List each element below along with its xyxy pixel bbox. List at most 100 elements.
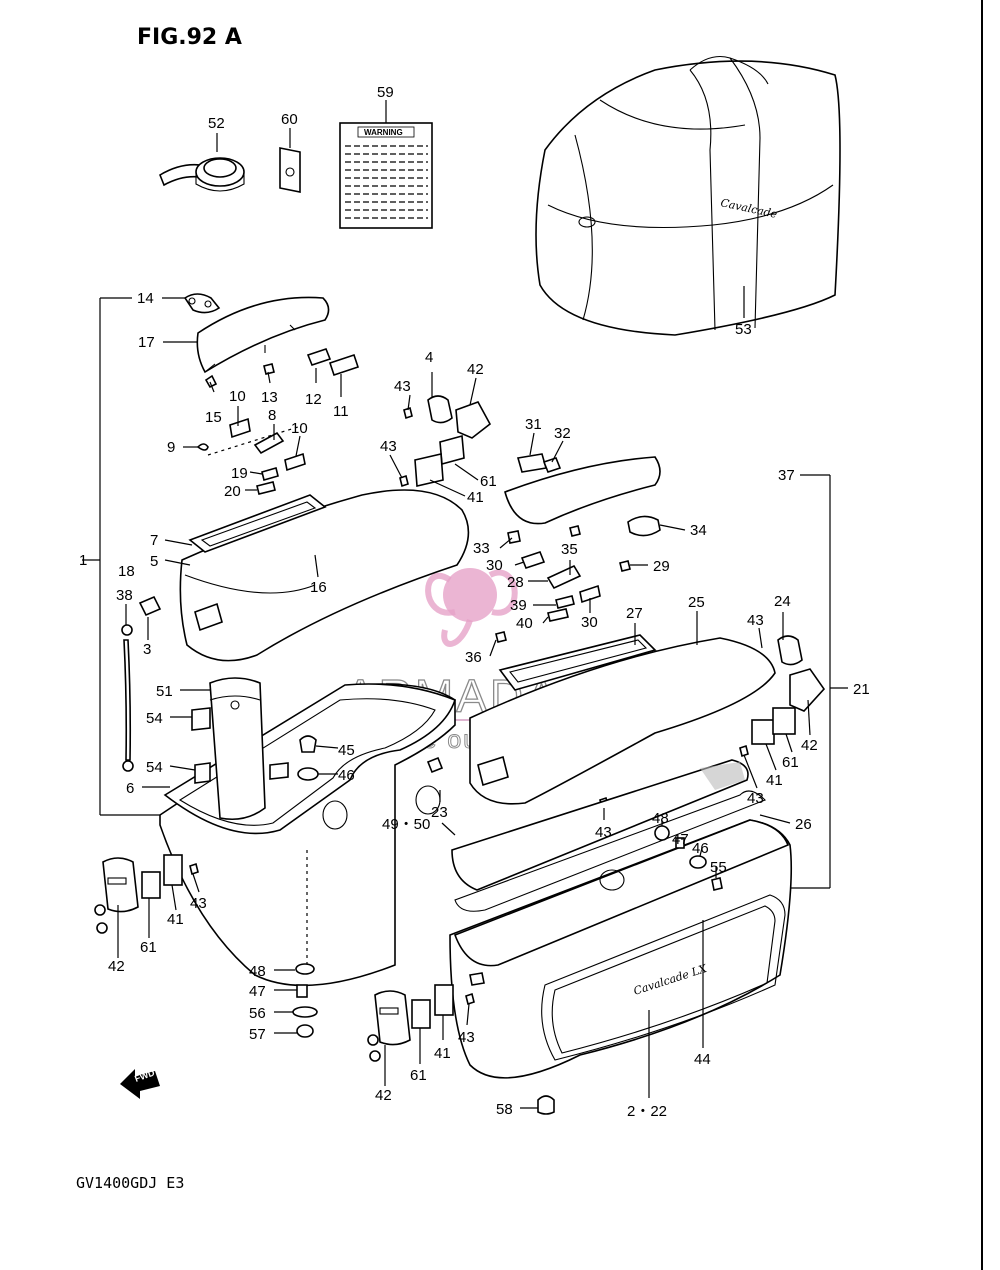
callout: 4 xyxy=(425,349,433,366)
callout: 60 xyxy=(281,111,298,128)
callout: 43 xyxy=(747,790,764,807)
callout: 42 xyxy=(375,1087,392,1104)
callout: 41 xyxy=(167,911,184,928)
part-43-screw-left xyxy=(189,862,199,876)
part-23-latch xyxy=(426,756,444,774)
callout: 47 xyxy=(249,983,266,1000)
part-52-speaker xyxy=(159,157,245,192)
callout: 18 xyxy=(118,563,135,580)
figure-title: FIG.92 A xyxy=(137,25,242,50)
callout: 10 xyxy=(291,420,308,437)
part-49-50-panel xyxy=(451,759,749,891)
warning-decal-text: WARNING xyxy=(364,128,403,137)
callout: 40 xyxy=(516,615,533,632)
part-41-plate-right xyxy=(751,719,775,745)
part-25-right-lid xyxy=(469,634,776,805)
callout: 30 xyxy=(581,614,598,631)
callout: 43 xyxy=(380,438,397,455)
callout: 15 xyxy=(205,409,222,426)
callout: 20 xyxy=(224,483,241,500)
callout: 9 xyxy=(167,439,175,456)
callout: 30 xyxy=(486,557,503,574)
part-42-lock-lower xyxy=(367,990,411,1062)
callout: 49・50 xyxy=(382,816,430,833)
callout: 13 xyxy=(261,389,278,406)
part-3-clip xyxy=(138,595,162,617)
callout: 43 xyxy=(190,895,207,912)
callout: 32 xyxy=(554,425,571,442)
small-parts-right-upper xyxy=(399,395,492,488)
callout: 46 xyxy=(338,767,355,784)
callout: 42 xyxy=(467,361,484,378)
fwd-arrow-icon xyxy=(120,1069,160,1099)
part-17-pad xyxy=(196,296,330,374)
callout: 54 xyxy=(146,759,163,776)
callout: 48 xyxy=(652,810,669,827)
leader-lines xyxy=(82,100,848,1109)
small-parts-right-lower xyxy=(654,825,723,891)
callout: 43 xyxy=(394,378,411,395)
callout: 27 xyxy=(626,605,643,622)
model-code: GV1400GDJ E3 xyxy=(76,1174,184,1192)
part-37-lid-pad xyxy=(504,453,661,537)
part-43-screw-right xyxy=(739,744,749,758)
callout-labels: 52 60 59 53 14 17 15 10 13 8 10 12 11 9 … xyxy=(79,84,870,1120)
part-51-liner xyxy=(191,677,289,821)
part-stack-48-57 xyxy=(292,963,318,1038)
callout: 55 xyxy=(710,859,727,876)
callout: 43 xyxy=(595,824,612,841)
part-45-screw xyxy=(299,735,317,753)
callout: 29 xyxy=(653,558,670,575)
callout: 46 xyxy=(692,840,709,857)
callout: 7 xyxy=(150,532,158,549)
callout: 43 xyxy=(747,612,764,629)
callout: 36 xyxy=(465,649,482,666)
callout: 8 xyxy=(268,407,276,424)
part-61-plate-right xyxy=(772,707,796,735)
callout: 54 xyxy=(146,710,163,727)
part-14-cap xyxy=(183,293,221,314)
callout: 3 xyxy=(143,641,151,658)
callout: 61 xyxy=(140,939,157,956)
callout: 21 xyxy=(853,681,870,698)
callout: 16 xyxy=(310,579,327,596)
callout: 51 xyxy=(156,683,173,700)
callout: 34 xyxy=(690,522,707,539)
callout: 23 xyxy=(431,804,448,821)
callout: 31 xyxy=(525,416,542,433)
callout: 11 xyxy=(333,403,349,420)
callout: 6 xyxy=(126,780,134,797)
callout: 47 xyxy=(672,831,689,848)
callout: 61 xyxy=(410,1067,427,1084)
callout: 24 xyxy=(774,593,791,610)
small-parts-right-mid xyxy=(495,525,631,643)
callout: 41 xyxy=(766,772,783,789)
callout: 10 xyxy=(229,388,246,405)
callout: 53 xyxy=(735,321,752,338)
callout: 56 xyxy=(249,1005,266,1022)
callout: 17 xyxy=(138,334,155,351)
watermark-logo xyxy=(425,568,518,647)
callout: 59 xyxy=(377,84,394,101)
callout: 25 xyxy=(688,594,705,611)
part-59-warning-label xyxy=(339,122,433,229)
callout: 1 xyxy=(79,552,87,569)
callout: 39 xyxy=(510,597,527,614)
part-43-screw-lower xyxy=(465,992,475,1006)
part-41-plate-lower xyxy=(434,984,454,1016)
part-60-clip xyxy=(279,147,301,193)
callout: 58 xyxy=(496,1101,513,1118)
part-58-grommet xyxy=(537,1095,555,1115)
callout: 26 xyxy=(795,816,812,833)
part-61-plate-lower xyxy=(411,999,431,1029)
callout: 19 xyxy=(231,465,248,482)
callout: 5 xyxy=(150,553,158,570)
callout: 42 xyxy=(108,958,125,975)
callout: 45 xyxy=(338,742,355,759)
part-42-hinge-right xyxy=(789,668,826,712)
callout: 35 xyxy=(561,541,578,558)
callout: 2・22 xyxy=(627,1103,667,1120)
callout: 14 xyxy=(137,290,154,307)
callout: 43 xyxy=(458,1029,475,1046)
